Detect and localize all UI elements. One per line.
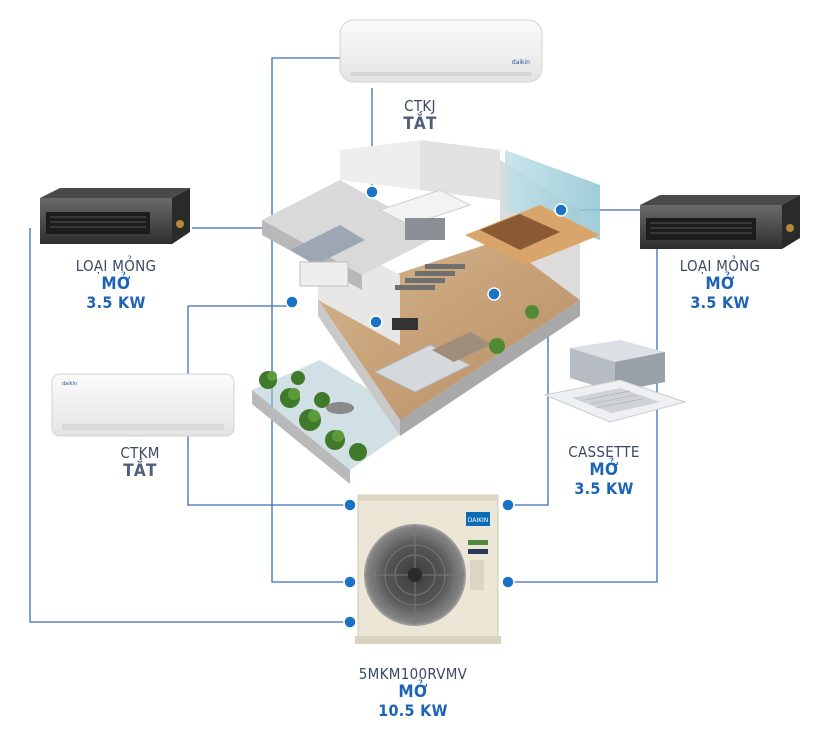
cassette-model: CASSETTE xyxy=(552,444,656,461)
label-duct-left: LOẠI MỎNG MỞ 3.5 KW xyxy=(60,258,172,312)
ctkj-status: TẮT xyxy=(380,115,460,134)
dot-cassette xyxy=(502,499,514,511)
ctkj-unit-image: daikin xyxy=(340,20,542,82)
dot-duct-left xyxy=(344,616,356,628)
label-cassette: CASSETTE MỞ 3.5 KW xyxy=(552,444,656,498)
duct-right-status: MỞ xyxy=(664,275,776,294)
label-ctkm: CTKM TẮT xyxy=(100,445,180,481)
svg-text:daikin: daikin xyxy=(512,59,530,66)
svg-text:daikin: daikin xyxy=(62,381,77,387)
room-dot-ctkm xyxy=(286,296,298,308)
duct-left-power: 3.5 KW xyxy=(60,294,172,312)
label-outdoor: 5MKM100RVMV MỞ 10.5 KW xyxy=(346,666,480,720)
duct-right-unit-image xyxy=(640,195,800,249)
duct-left-unit-image xyxy=(40,188,190,244)
duct-right-power: 3.5 KW xyxy=(664,294,776,312)
outdoor-model: 5MKM100RVMV xyxy=(346,666,480,683)
room-dot-left xyxy=(370,316,382,328)
room-dot-right xyxy=(555,204,567,216)
dot-ctkm xyxy=(344,499,356,511)
dot-ctkj xyxy=(344,576,356,588)
duct-left-status: MỞ xyxy=(60,275,172,294)
outdoor-status: MỞ xyxy=(346,683,480,702)
label-duct-right: LOẠI MỎNG MỞ 3.5 KW xyxy=(664,258,776,312)
cassette-unit-image xyxy=(545,340,685,422)
room-dot-ctkj xyxy=(366,186,378,198)
duct-left-model: LOẠI MỎNG xyxy=(60,258,172,275)
svg-text:DAIKIN: DAIKIN xyxy=(468,517,489,524)
duct-right-model: LOẠI MỎNG xyxy=(664,258,776,275)
ctkm-unit-image: daikin xyxy=(52,374,234,436)
cassette-power: 3.5 KW xyxy=(552,480,656,498)
line-cassette xyxy=(510,420,548,505)
outdoor-power: 10.5 KW xyxy=(346,702,480,720)
outdoor-unit-image: DAIKIN xyxy=(355,495,501,644)
label-ctkj: CTKJ TẮT xyxy=(380,98,460,134)
ctkm-model: CTKM xyxy=(100,445,180,462)
ctkm-status: TẮT xyxy=(100,462,180,481)
cassette-status: MỞ xyxy=(552,461,656,480)
ctkj-model: CTKJ xyxy=(380,98,460,115)
room-dot-cassette xyxy=(488,288,500,300)
dot-duct-right xyxy=(502,576,514,588)
